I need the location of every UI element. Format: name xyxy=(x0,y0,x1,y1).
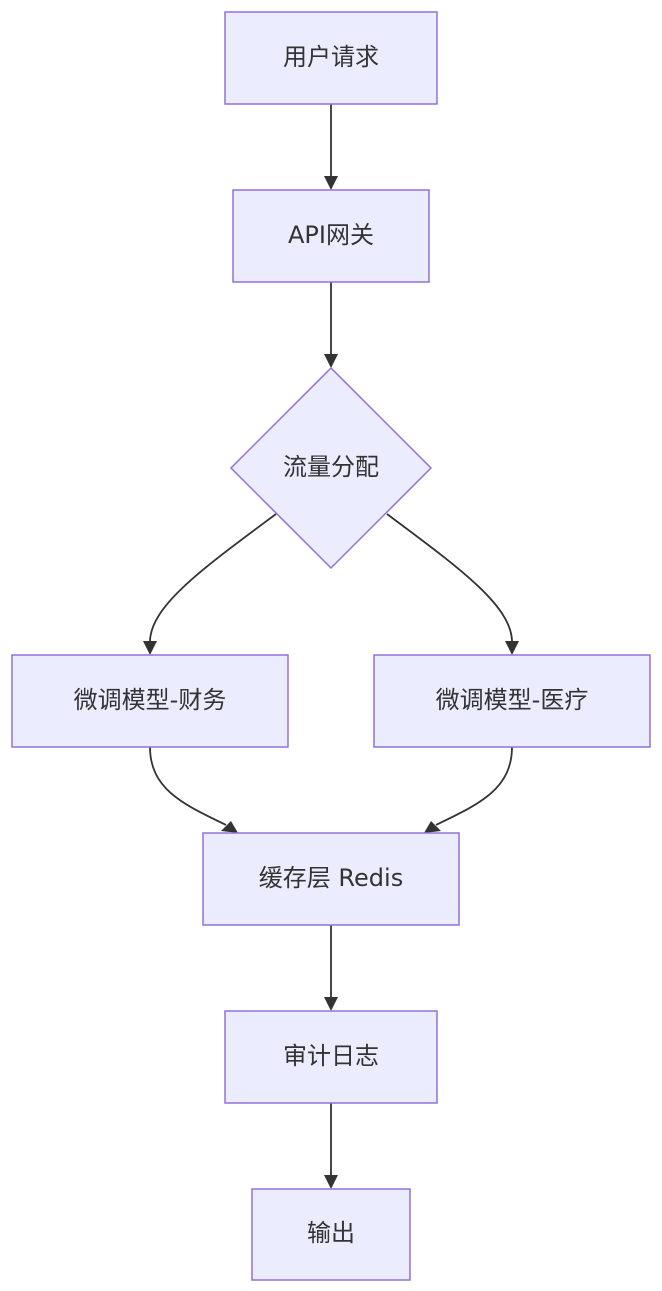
node-request-label: 用户请求 xyxy=(283,43,379,71)
node-gateway-label: API网关 xyxy=(288,221,374,249)
edge-gateway-to-traffic xyxy=(324,282,338,368)
node-output: 输出 xyxy=(251,1188,411,1281)
edge-model-finance-to-cache xyxy=(149,746,238,833)
node-traffic-label: 流量分配 xyxy=(283,453,379,481)
node-model-finance-label: 微调模型-财务 xyxy=(74,686,227,714)
edge-model-medical-to-cache xyxy=(424,746,513,833)
node-output-label: 输出 xyxy=(307,1219,355,1247)
edge-request-to-gateway xyxy=(324,104,338,190)
node-cache: 缓存层 Redis xyxy=(202,832,460,926)
edge-audit-to-output xyxy=(324,1103,338,1189)
edge-traffic-to-model-medical xyxy=(386,513,519,655)
node-audit: 审计日志 xyxy=(224,1010,438,1104)
edge-traffic-to-model-finance xyxy=(143,513,277,655)
node-gateway: API网关 xyxy=(232,189,430,283)
node-model-medical-label: 微调模型-医疗 xyxy=(436,686,589,714)
node-cache-label: 缓存层 Redis xyxy=(259,864,403,892)
node-audit-label: 审计日志 xyxy=(283,1042,379,1070)
node-request: 用户请求 xyxy=(224,11,438,105)
edge-cache-to-audit xyxy=(324,925,338,1011)
node-model-finance: 微调模型-财务 xyxy=(11,654,289,748)
edges xyxy=(143,104,519,1189)
node-traffic: 流量分配 xyxy=(229,366,433,570)
node-model-medical: 微调模型-医疗 xyxy=(373,654,651,748)
